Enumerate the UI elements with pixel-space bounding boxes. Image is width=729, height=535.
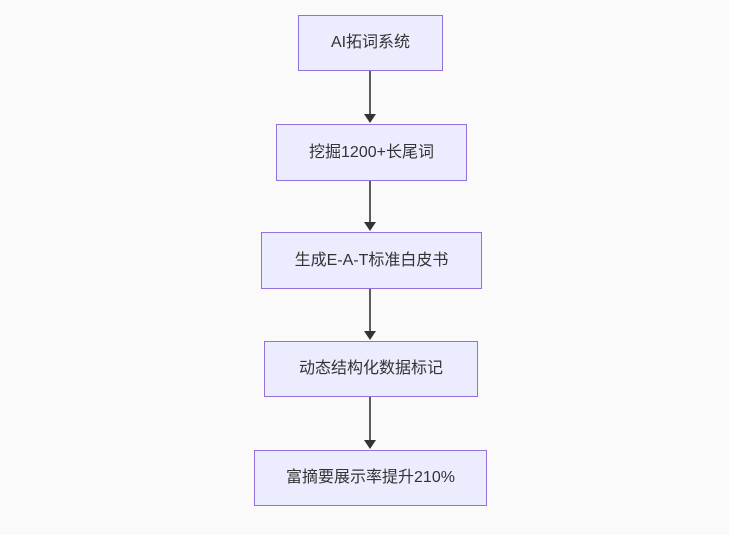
flow-node-structured-data-markup: 动态结构化数据标记 [264, 341, 478, 397]
edge-arrow-1 [363, 71, 377, 123]
edge-arrow-2 [363, 181, 377, 231]
arrowhead-down-icon [364, 222, 376, 231]
arrowhead-down-icon [364, 114, 376, 123]
flow-node-ai-keyword-system: AI拓词系统 [298, 15, 443, 71]
flow-node-label: 挖掘1200+长尾词 [309, 143, 434, 161]
edge-line [369, 181, 371, 222]
edge-line [369, 71, 371, 114]
edge-line [369, 289, 371, 331]
edge-line [369, 397, 371, 440]
arrowhead-down-icon [364, 331, 376, 340]
arrowhead-down-icon [364, 440, 376, 449]
edge-arrow-4 [363, 397, 377, 449]
flow-node-label: 富摘要展示率提升210% [286, 469, 455, 487]
flow-node-label: 动态结构化数据标记 [298, 360, 443, 378]
flow-node-label: AI拓词系统 [330, 34, 411, 52]
edge-arrow-3 [363, 289, 377, 340]
flow-node-longtail-mining: 挖掘1200+长尾词 [276, 124, 467, 181]
flow-node-eat-whitepaper: 生成E-A-T标准白皮书 [261, 232, 482, 289]
flow-node-rich-snippet-result: 富摘要展示率提升210% [254, 450, 487, 506]
flow-node-label: 生成E-A-T标准白皮书 [294, 251, 449, 269]
